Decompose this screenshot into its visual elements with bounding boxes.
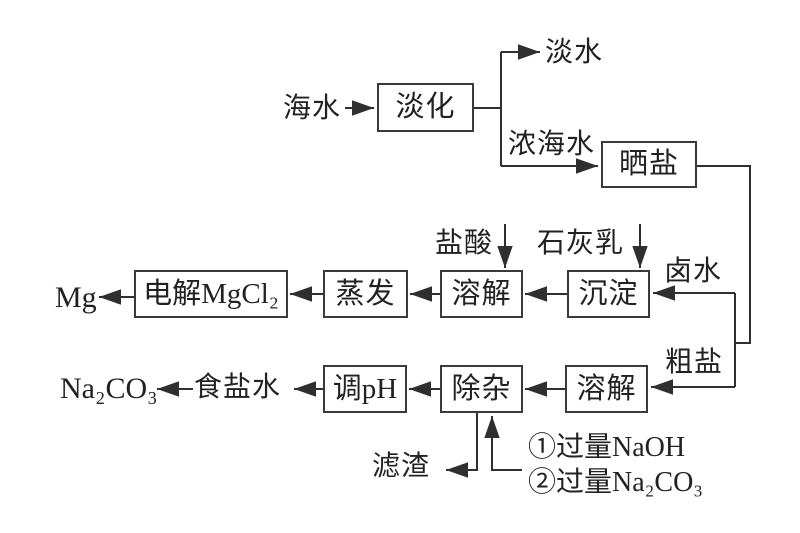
process-box-precipitation: 沉淀 <box>567 270 650 318</box>
label-crude-salt: 粗盐 <box>665 347 724 378</box>
label-brine: 卤水 <box>664 256 723 287</box>
label-reagent-excess-naoh: ①过量NaOH <box>528 432 686 463</box>
label-filter-residue: 滤渣 <box>372 451 431 482</box>
label-fresh-water: 淡水 <box>545 37 604 68</box>
arrow-reagents-into-impurity-removal <box>484 416 522 471</box>
label-reagent-excess-na2co3: ②过量Na₂CO₃ <box>528 467 704 498</box>
label-hydrochloric-acid: 盐酸 <box>435 228 494 259</box>
process-box-dissolve-bottom: 溶解 <box>565 365 648 413</box>
process-box-adjust-ph: 调pH <box>323 365 407 413</box>
label-magnesium: Mg <box>55 281 97 314</box>
label-salt-solution: 食盐水 <box>194 372 282 403</box>
process-box-electrolysis: 电解MgCl₂ <box>134 270 288 318</box>
arrow-to-filter-residue <box>446 413 478 478</box>
line-salt-drying-trunk <box>697 165 751 344</box>
label-lime-milk: 石灰乳 <box>537 228 625 259</box>
process-box-impurity-removal: 除杂 <box>440 365 523 413</box>
label-sodium-carbonate: Na₂CO₃ <box>60 372 158 405</box>
process-box-desalination: 淡化 <box>377 83 474 132</box>
label-concentrated-seawater: 浓海水 <box>508 129 596 160</box>
process-box-evaporation: 蒸发 <box>323 270 408 318</box>
process-box-salt-drying: 晒盐 <box>601 141 697 188</box>
label-seawater: 海水 <box>283 93 342 124</box>
process-box-dissolve-mid: 溶解 <box>440 270 523 318</box>
